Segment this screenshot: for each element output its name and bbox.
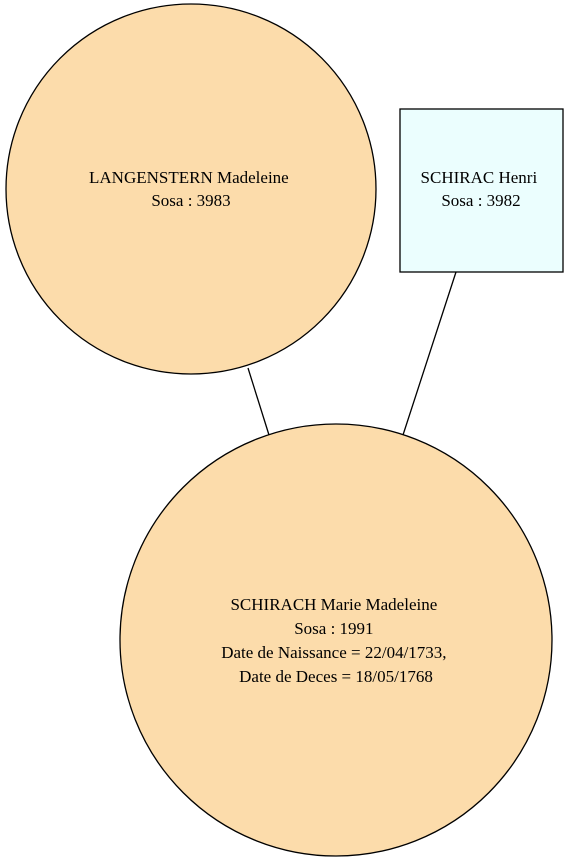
edge-father-to-child — [402, 271, 457, 436]
node-sosa: Sosa : 1991 — [294, 619, 373, 638]
node-box — [399, 108, 564, 273]
node-sosa: Sosa : 3983 — [151, 191, 230, 210]
node-death-date: Date de Deces = 18/05/1768 — [239, 667, 433, 686]
node-schirac-henri[interactable]: SCHIRAC Henri Sosa : 3982 — [399, 108, 564, 273]
node-circle — [119, 423, 553, 857]
node-name: SCHIRAC Henri — [421, 168, 538, 187]
node-label: LANGENSTERN Madeleine Sosa : 3983 — [89, 168, 293, 210]
node-sosa: Sosa : 3982 — [441, 191, 520, 210]
node-circle — [5, 3, 377, 375]
node-birth-date: Date de Naissance = 22/04/1733, — [221, 643, 446, 662]
node-name: LANGENSTERN Madeleine — [89, 168, 289, 187]
node-schirach-marie-madeleine[interactable]: SCHIRACH Marie Madeleine Sosa : 1991 Dat… — [119, 423, 553, 857]
edge-mother-to-child — [247, 367, 270, 436]
node-name: SCHIRACH Marie Madeleine — [230, 595, 437, 614]
node-label: SCHIRACH Marie Madeleine Sosa : 1991 Dat… — [221, 595, 451, 686]
node-label: SCHIRAC Henri Sosa : 3982 — [421, 168, 542, 210]
node-langenstern-madeleine[interactable]: LANGENSTERN Madeleine Sosa : 3983 — [5, 3, 377, 375]
